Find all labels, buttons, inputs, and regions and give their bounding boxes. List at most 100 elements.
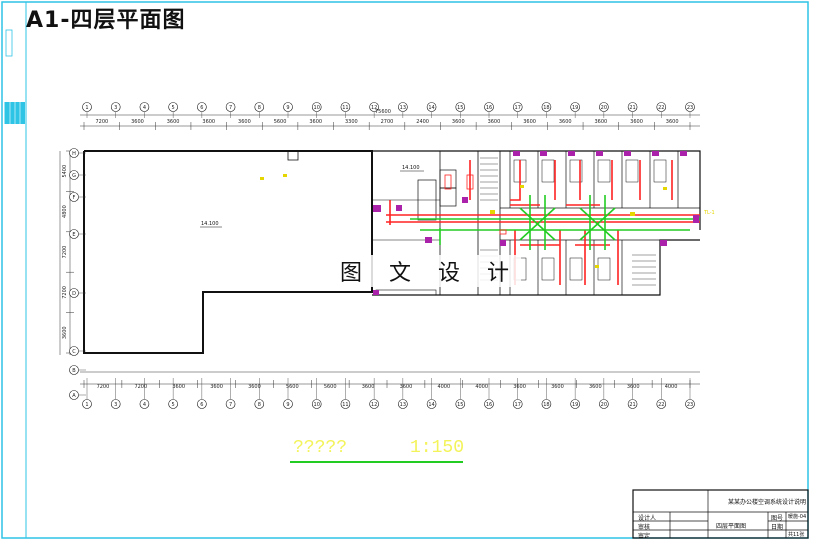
- axis-label: H: [72, 151, 76, 157]
- axis-bubble: [197, 102, 207, 112]
- axis-bubble: [197, 399, 207, 409]
- axis-bubble: [426, 102, 437, 112]
- axis-label: 17: [515, 105, 521, 111]
- axis-bubble: [541, 102, 552, 112]
- duct-marker: TL-1: [703, 210, 715, 216]
- axis-label: 11: [342, 105, 348, 111]
- dim-text: 3600: [167, 119, 180, 125]
- axis-bubble: [69, 346, 79, 356]
- axis-bubble: [656, 102, 667, 112]
- axis-label: C: [72, 349, 76, 355]
- dim-text: 4000: [665, 384, 678, 390]
- axis-bubble: [110, 399, 121, 409]
- title-block-sheet: 共11张: [788, 532, 805, 538]
- axis-label: 18: [543, 402, 549, 408]
- axis-label: 6: [200, 105, 203, 111]
- axis-bubble: [82, 399, 92, 409]
- axis-bubble: [627, 102, 638, 112]
- axis-bubble: [599, 399, 609, 409]
- axis-label: 15: [457, 402, 463, 408]
- dim-text: 3600: [630, 119, 643, 125]
- axis-label: 12: [371, 402, 377, 408]
- axis-label: 18: [543, 105, 549, 111]
- dim-text: 3600: [210, 384, 223, 390]
- axis-bubble: [168, 102, 178, 112]
- axis-bubble: [455, 399, 466, 409]
- title-block-project: 某某办公楼空调系统设计说明: [728, 499, 807, 506]
- axis-label: A: [72, 393, 76, 399]
- dim-text: 3600: [627, 384, 640, 390]
- axis-bubble: [512, 399, 523, 409]
- dim-text: 3600: [172, 384, 185, 390]
- axis-bubble: [398, 102, 408, 112]
- scale-name: ?????: [293, 438, 348, 458]
- axis-label: E: [72, 232, 75, 238]
- axis-bubble: [139, 102, 150, 112]
- axis-bubble: [512, 102, 523, 112]
- axis-label: 1: [85, 105, 88, 111]
- dim-text: 3600: [513, 384, 526, 390]
- building-walls: [83, 150, 701, 354]
- axis-label: 7: [229, 105, 232, 111]
- scale-value: 1:150: [410, 438, 465, 458]
- title-block-checker: 审核: [638, 524, 651, 531]
- axis-label: 5: [172, 402, 175, 408]
- axis-bubble: [254, 399, 265, 409]
- title-block-date-label: 日期: [771, 524, 784, 531]
- dimension-lines: [59, 114, 700, 385]
- fcu-markers: [444, 174, 507, 235]
- axis-label: 4: [143, 105, 146, 111]
- axis-label: G: [72, 173, 76, 179]
- dim-text: 3600: [488, 119, 501, 125]
- dim-text: 3600: [400, 384, 413, 390]
- axis-label: 1: [85, 402, 88, 408]
- axis-label: 9: [286, 402, 289, 408]
- axis-label: 8: [258, 105, 261, 111]
- dim-text: 5600: [286, 384, 299, 390]
- axis-label: 21: [629, 105, 635, 111]
- dim-text: 3600: [309, 119, 322, 125]
- axis-bubble: [484, 102, 494, 112]
- dim-text: 7200: [97, 384, 110, 390]
- dim-text: 4000: [475, 384, 488, 390]
- axis-label: 22: [658, 402, 664, 408]
- axis-bubble: [484, 399, 494, 409]
- axis-label: 14: [428, 105, 434, 111]
- axis-bubble: [110, 102, 121, 112]
- dim-text: 3600: [131, 119, 144, 125]
- axis-label: 11: [342, 402, 348, 408]
- axis-label: 9: [286, 105, 289, 111]
- axis-label: 3: [114, 105, 117, 111]
- dim-text: 7200: [134, 384, 147, 390]
- elev-left: 14.100: [201, 221, 219, 227]
- axis-label: 20: [601, 402, 607, 408]
- dim-text: 3600: [589, 384, 602, 390]
- dim-text: 3600: [551, 384, 564, 390]
- axis-label: 10: [314, 402, 320, 408]
- title-block-designer: 设计人: [638, 515, 657, 522]
- axis-bubble: [426, 399, 437, 409]
- axis-bubble: [225, 399, 236, 409]
- axis-bubble: [541, 399, 552, 409]
- axis-bubble: [311, 399, 322, 409]
- axis-label: 14: [428, 402, 434, 408]
- axis-label: 8: [258, 402, 261, 408]
- dim-text: 3600: [248, 384, 261, 390]
- yellow-tags: [260, 174, 667, 268]
- axis-label: 22: [658, 105, 664, 111]
- equipment-units: [373, 151, 699, 295]
- axis-bubble: [139, 399, 150, 409]
- dim-text: 5400: [62, 165, 68, 178]
- axis-bubble: [311, 102, 322, 112]
- axis-bubble: [168, 399, 178, 409]
- axis-bubble: [69, 365, 79, 375]
- dim-text: 5600: [274, 119, 287, 125]
- dim-text: 4800: [62, 205, 68, 218]
